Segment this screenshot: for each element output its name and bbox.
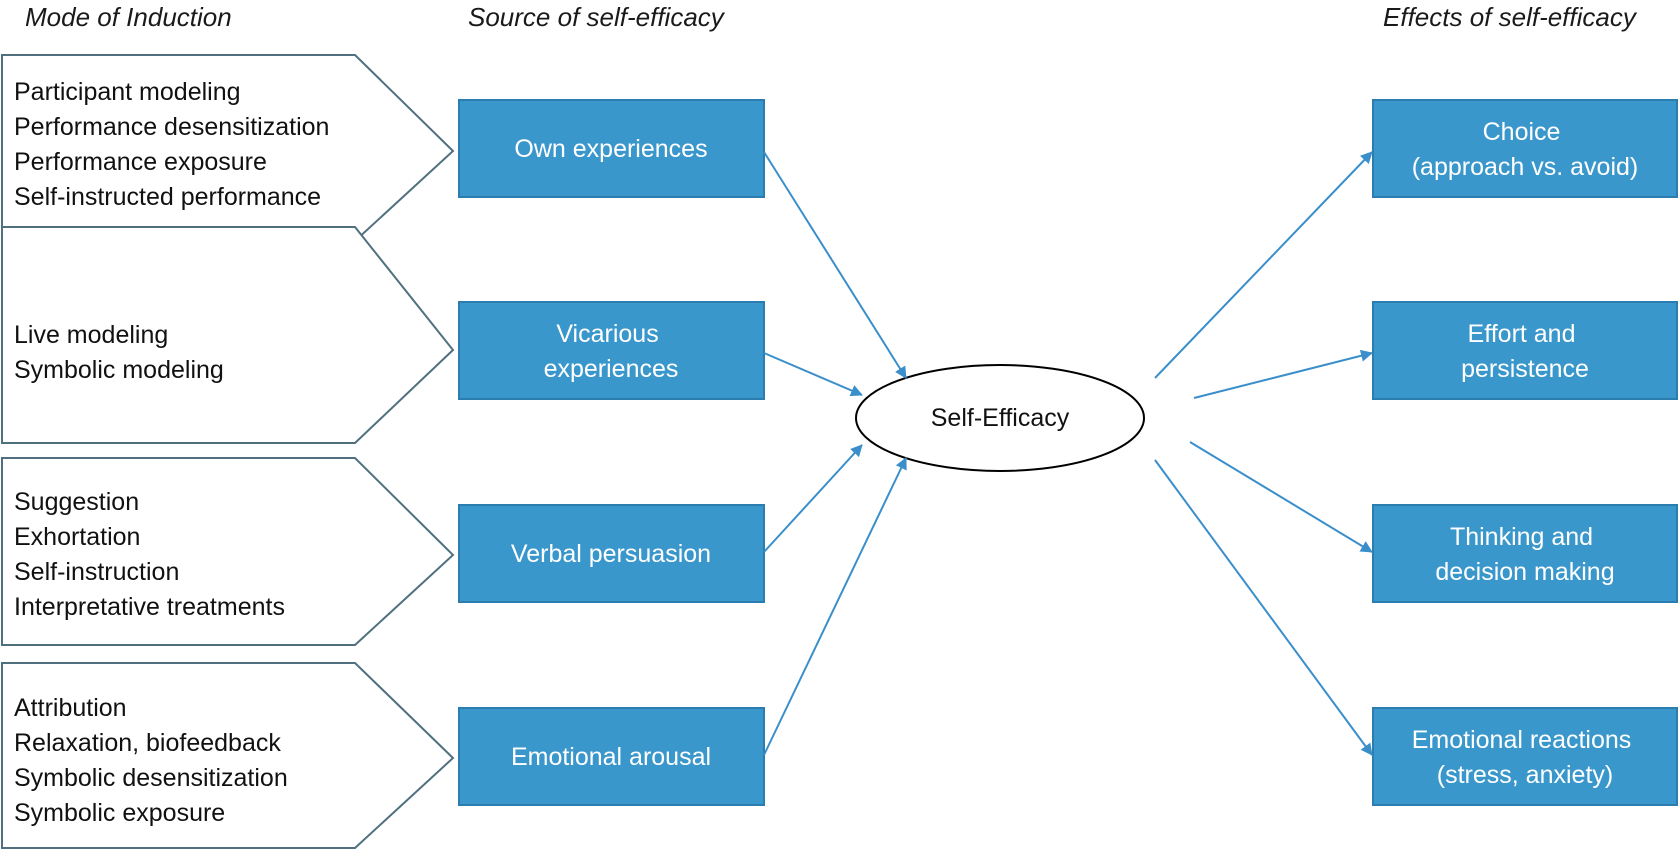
self-efficacy-node: Self-Efficacy <box>855 364 1145 472</box>
mode-line: Suggestion <box>14 488 139 516</box>
effect-label: Emotional reactions (stress, anxiety) <box>1412 726 1639 789</box>
effect-box <box>1372 301 1678 400</box>
mode-pentagon <box>1 457 455 646</box>
source-box <box>458 99 765 198</box>
mode-group-4: Attribution Relaxation, biofeedback Symb… <box>1 662 455 849</box>
effect-line: (approach vs. avoid) <box>1412 153 1639 181</box>
mode-text: Suggestion Exhortation Self-instruction … <box>14 488 285 621</box>
source-line: experiences <box>544 355 679 383</box>
arrow-verbal-to-self-efficacy <box>763 444 863 553</box>
mode-group-3: Suggestion Exhortation Self-instruction … <box>1 457 455 646</box>
effect-box-emotional-reactions: Emotional reactions (stress, anxiety) <box>1372 707 1678 806</box>
effect-label: Choice (approach vs. avoid) <box>1412 118 1639 181</box>
mode-line: Performance exposure <box>14 148 267 176</box>
mode-line: Performance desensitization <box>14 113 329 141</box>
effect-line: decision making <box>1435 558 1614 586</box>
header-mode-of-induction: Mode of Induction <box>25 2 232 32</box>
mode-line: Symbolic modeling <box>14 356 224 384</box>
source-line: Emotional arousal <box>511 743 711 771</box>
arrow-self-efficacy-to-choice <box>1154 151 1373 379</box>
source-box-own-experiences: Own experiences <box>458 99 765 198</box>
mode-text: Live modeling Symbolic modeling <box>14 321 224 384</box>
arrow-self-efficacy-to-effort <box>1193 349 1373 399</box>
arrow-self-efficacy-to-thinking <box>1189 441 1373 553</box>
mode-pentagon <box>1 226 455 444</box>
mode-line: Relaxation, biofeedback <box>14 729 281 757</box>
source-box <box>458 707 765 806</box>
mode-line: Self-instruction <box>14 558 179 586</box>
source-label: Verbal persuasion <box>511 540 711 568</box>
header-effects-of-self-efficacy: Effects of self-efficacy <box>1383 2 1638 32</box>
arrows <box>763 151 1373 756</box>
mode-line: Symbolic exposure <box>14 799 225 827</box>
effect-label: Thinking and decision making <box>1435 523 1614 586</box>
mode-group-1: Participant modeling Performance desensi… <box>1 54 455 242</box>
source-box <box>458 301 765 400</box>
effect-box <box>1372 99 1678 198</box>
mode-pentagon <box>1 662 455 849</box>
effect-line: Effort and <box>1468 320 1576 348</box>
source-line: Vicarious <box>556 320 658 348</box>
effect-box-choice: Choice (approach vs. avoid) <box>1372 99 1678 198</box>
effect-line: Emotional reactions <box>1412 726 1632 754</box>
source-box-vicarious-experiences: Vicarious experiences <box>458 301 765 400</box>
source-label: Own experiences <box>514 135 707 163</box>
effect-line: (stress, anxiety) <box>1437 761 1613 789</box>
header-source-of-self-efficacy: Source of self-efficacy <box>468 2 726 32</box>
effect-box <box>1372 504 1678 603</box>
mode-line: Symbolic desensitization <box>14 764 288 792</box>
source-box-verbal-persuasion: Verbal persuasion <box>458 504 765 603</box>
effect-box-thinking: Thinking and decision making <box>1372 504 1678 603</box>
mode-line: Live modeling <box>14 321 168 349</box>
effect-line: Thinking and <box>1450 523 1593 551</box>
source-line: Verbal persuasion <box>511 540 711 568</box>
arrow-own-to-self-efficacy <box>763 151 907 379</box>
mode-line: Participant modeling <box>14 78 241 106</box>
effect-line: persistence <box>1461 355 1589 383</box>
mode-line: Self-instructed performance <box>14 183 321 211</box>
source-line: Own experiences <box>514 135 707 163</box>
source-label: Vicarious experiences <box>544 320 679 383</box>
self-efficacy-ellipse <box>855 364 1145 472</box>
mode-line: Interpretative treatments <box>14 593 285 621</box>
effect-box <box>1372 707 1678 806</box>
mode-line: Exhortation <box>14 523 140 551</box>
source-box-emotional-arousal: Emotional arousal <box>458 707 765 806</box>
self-efficacy-label: Self-Efficacy <box>931 404 1070 432</box>
mode-text: Attribution Relaxation, biofeedback Symb… <box>14 694 295 827</box>
mode-text: Participant modeling Performance desensi… <box>14 78 336 211</box>
arrow-emotional-to-self-efficacy <box>763 457 907 756</box>
source-box <box>458 504 765 603</box>
effect-box-effort: Effort and persistence <box>1372 301 1678 400</box>
effect-label: Effort and persistence <box>1461 320 1589 383</box>
effect-line: Choice <box>1483 118 1561 146</box>
arrow-vicarious-to-self-efficacy <box>763 352 863 397</box>
mode-group-2: Live modeling Symbolic modeling <box>1 226 455 444</box>
mode-pentagon <box>1 54 455 242</box>
arrow-self-efficacy-to-emotional-reactions <box>1154 459 1373 756</box>
mode-line: Attribution <box>14 694 127 722</box>
source-label: Emotional arousal <box>511 743 711 771</box>
